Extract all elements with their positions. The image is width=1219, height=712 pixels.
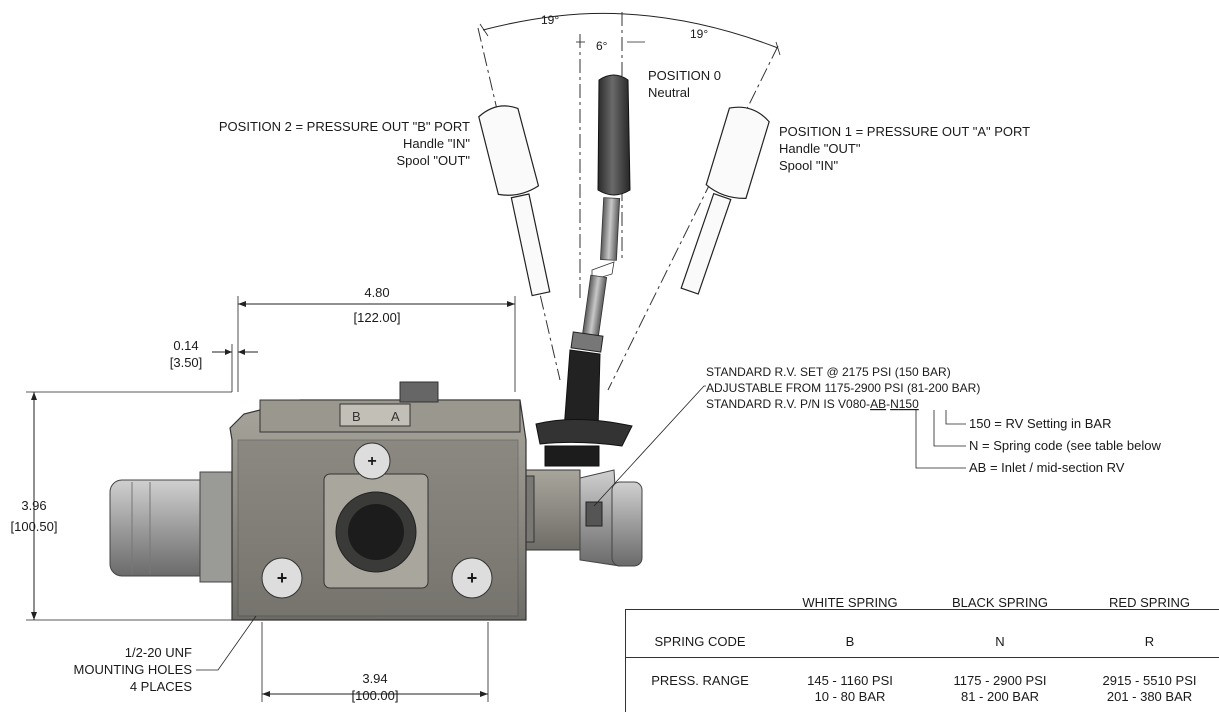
row-label-press-range: PRESS. RANGE — [651, 673, 749, 688]
svg-text:+: + — [367, 453, 376, 470]
row-label-spring-code: SPRING CODE — [654, 634, 746, 649]
dimension-width: 4.80 [122.00] — [237, 285, 516, 392]
svg-text:STANDARD R.V. P/N IS V080-AB-N: STANDARD R.V. P/N IS V080-AB-N150 — [706, 397, 919, 411]
column-header: BLACK SPRING — [951, 595, 1049, 610]
svg-text:N = Spring code (see table bel: N = Spring code (see table below — [969, 438, 1161, 453]
handle-position-0 — [535, 74, 633, 467]
port-b-label: B — [352, 409, 361, 424]
svg-text:Handle "OUT": Handle "OUT" — [779, 141, 861, 156]
svg-text:POSITION 1 = PRESSURE OUT "A": POSITION 1 = PRESSURE OUT "A" PORT — [779, 124, 1030, 139]
svg-text:[3.50]: [3.50] — [170, 355, 203, 370]
port-a-label: A — [391, 409, 400, 424]
table-cell: 145 - 1160 PSI — [807, 673, 893, 688]
table-rule — [625, 609, 1219, 610]
position-1-label: POSITION 1 = PRESSURE OUT "A" PORT Handl… — [779, 124, 1030, 173]
svg-text:Spool "OUT": Spool "OUT" — [396, 153, 470, 168]
spring-table: WHITE SPRING BLACK SPRING RED SPRING SPR… — [625, 587, 1219, 712]
handle-position-1 — [680, 106, 770, 295]
svg-text:4 PLACES: 4 PLACES — [130, 679, 192, 694]
svg-text:+: + — [467, 568, 478, 588]
mounting-holes-note: 1/2-20 UNF MOUNTING HOLES 4 PLACES — [74, 615, 257, 694]
svg-text:3.94: 3.94 — [362, 671, 387, 686]
svg-text:ADJUSTABLE FROM 1175-2900 PSI: ADJUSTABLE FROM 1175-2900 PSI (81-200 BA… — [706, 381, 980, 395]
center-line — [607, 45, 779, 391]
svg-text:POSITION 0: POSITION 0 — [648, 68, 721, 83]
svg-text:[122.00]: [122.00] — [354, 310, 401, 325]
svg-text:4.80: 4.80 — [364, 285, 389, 300]
svg-text:POSITION 2 = PRESSURE OUT "B": POSITION 2 = PRESSURE OUT "B" PORT — [219, 119, 470, 134]
svg-text:Handle "IN": Handle "IN" — [403, 136, 470, 151]
svg-text:MOUNTING HOLES: MOUNTING HOLES — [74, 662, 193, 677]
position-2-label: POSITION 2 = PRESSURE OUT "B" PORT Handl… — [219, 119, 471, 168]
column-header: RED SPRING — [1109, 595, 1190, 610]
table-cell: B — [845, 634, 855, 649]
table-cell: N — [995, 634, 1005, 649]
column-header: WHITE SPRING — [802, 595, 898, 610]
svg-text:0.14: 0.14 — [173, 338, 198, 353]
position-0-label: POSITION 0 Neutral — [648, 68, 721, 100]
svg-text:Neutral: Neutral — [648, 85, 690, 100]
angle-right-label: 19° — [690, 27, 708, 41]
dimension-holes: 3.94 [100.00] — [261, 622, 489, 703]
table-cell: 201 - 380 BAR — [1106, 689, 1193, 704]
svg-text:150 = RV Setting in BAR: 150 = RV Setting in BAR — [969, 416, 1112, 431]
table-cell: R — [1144, 634, 1155, 649]
table-cell: 81 - 200 BAR — [960, 689, 1040, 704]
angle-left-label: 19° — [541, 13, 559, 27]
angle-annotation: 19° 19° 6° — [479, 12, 781, 56]
svg-text:+: + — [277, 568, 288, 588]
handle-position-2 — [478, 105, 551, 297]
svg-text:3.96: 3.96 — [21, 498, 46, 513]
svg-text:Spool "IN": Spool "IN" — [779, 158, 838, 173]
table-rule — [625, 609, 626, 712]
relief-valve-note: STANDARD R.V. SET @ 2175 PSI (150 BAR) A… — [593, 365, 1161, 507]
angle-center-label: 6° — [596, 39, 608, 53]
dimension-height: 3.96 [100.50] — [11, 391, 232, 621]
table-rule — [625, 657, 1219, 658]
svg-text:AB = Inlet / mid-section RV: AB = Inlet / mid-section RV — [969, 460, 1125, 475]
svg-text:STANDARD R.V. SET @ 2175 PSI (: STANDARD R.V. SET @ 2175 PSI (150 BAR) — [706, 365, 951, 379]
table-cell: 10 - 80 BAR — [814, 689, 886, 704]
relief-valve — [519, 469, 643, 567]
dimension-offset: 0.14 [3.50] — [170, 338, 258, 392]
table-cell: 2915 - 5510 PSI — [1102, 673, 1197, 688]
spool-cap — [109, 471, 239, 583]
svg-text:[100.00]: [100.00] — [352, 688, 399, 703]
valve-body: + + + — [229, 381, 527, 621]
svg-text:[100.50]: [100.50] — [11, 519, 58, 534]
table-cell: 1175 - 2900 PSI — [953, 673, 1047, 688]
svg-text:1/2-20 UNF: 1/2-20 UNF — [125, 645, 192, 660]
